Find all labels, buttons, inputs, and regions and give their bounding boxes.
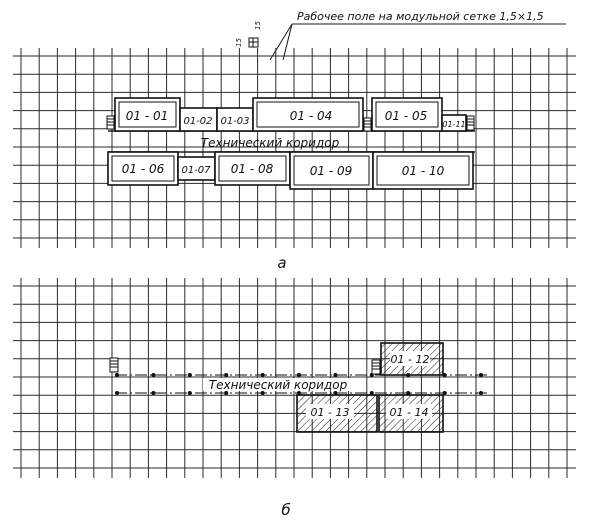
room-01-05 (371, 97, 443, 132)
module-dim-left: 15 (235, 38, 243, 47)
caption-a: а (277, 254, 286, 272)
axis-node (115, 391, 119, 395)
room-label-01-14: 01 - 14 (390, 406, 429, 419)
room-label-01-02: 01-02 (183, 116, 212, 127)
room-label-01-09: 01 - 09 (310, 164, 353, 178)
axis-node (187, 391, 192, 395)
modular-grid-a (13, 48, 576, 248)
header-annotation: Рабочее поле на модульной сетке 1,5×1,5 (269, 10, 566, 61)
axis-node (224, 391, 229, 395)
room-label-01-03: 01-03 (220, 116, 249, 127)
axis-node (151, 391, 156, 395)
room-01-04 (252, 97, 364, 132)
room-label-01-11: 01-11 (442, 120, 465, 129)
room-01-10 (372, 151, 474, 190)
room-01-06 (107, 151, 179, 186)
axis-node (333, 373, 338, 377)
axis-node (187, 373, 192, 377)
axis-node (260, 391, 265, 395)
room-label-01-08: 01 - 08 (231, 162, 274, 176)
corridor-label-a: Технический коридор (201, 136, 340, 150)
rooms-bottom-row-a: 01 - 06 01-07 01 - 08 01 - 09 01 - 10 (107, 151, 474, 190)
room-01-09 (289, 151, 374, 190)
axis-node (333, 391, 338, 395)
room-label-01-12: 01 - 12 (391, 353, 430, 366)
stair-symbol-b-right (371, 359, 381, 375)
module-dim-top: 15 (254, 21, 262, 30)
room-label-01-01: 01 - 01 (126, 109, 169, 123)
rooms-top-row-a: 01 - 01 01-02 01-03 01 - 04 01 - 05 01-1… (114, 97, 467, 132)
room-01-11 (441, 114, 467, 132)
axis-node (297, 391, 301, 395)
header-note-text: Рабочее поле на модульной сетке 1,5×1,5 (297, 10, 544, 23)
room-label-01-05: 01 - 05 (385, 109, 428, 123)
room-label-01-10: 01 - 10 (402, 164, 445, 178)
axis-node (224, 373, 229, 377)
room-01-08 (214, 151, 291, 186)
corridor-label-b: Технический коридор (209, 378, 348, 392)
axis-node (297, 373, 301, 377)
rooms-b: 01 - 12 01 - 13 01 - 14 (296, 342, 444, 433)
room-label-01-06: 01 - 06 (122, 162, 165, 176)
axis-node (369, 391, 374, 395)
room-label-01-07: 01-07 (181, 165, 211, 176)
axis-node (260, 373, 265, 377)
stair-symbol-b-left (109, 357, 119, 373)
axis-node (442, 391, 447, 395)
modular-grid-b (13, 278, 576, 478)
module-cell-sample: 15 15 (235, 21, 262, 48)
caption-b: б (281, 501, 290, 519)
room-label-01-13: 01 - 13 (311, 406, 350, 419)
stair-symbols-a (106, 115, 475, 132)
axis-node (479, 373, 483, 377)
axis-node (151, 373, 156, 377)
room-label-01-04: 01 - 04 (290, 109, 333, 123)
axis-node (406, 391, 411, 395)
axis-node (115, 373, 119, 377)
axis-node (479, 391, 483, 395)
